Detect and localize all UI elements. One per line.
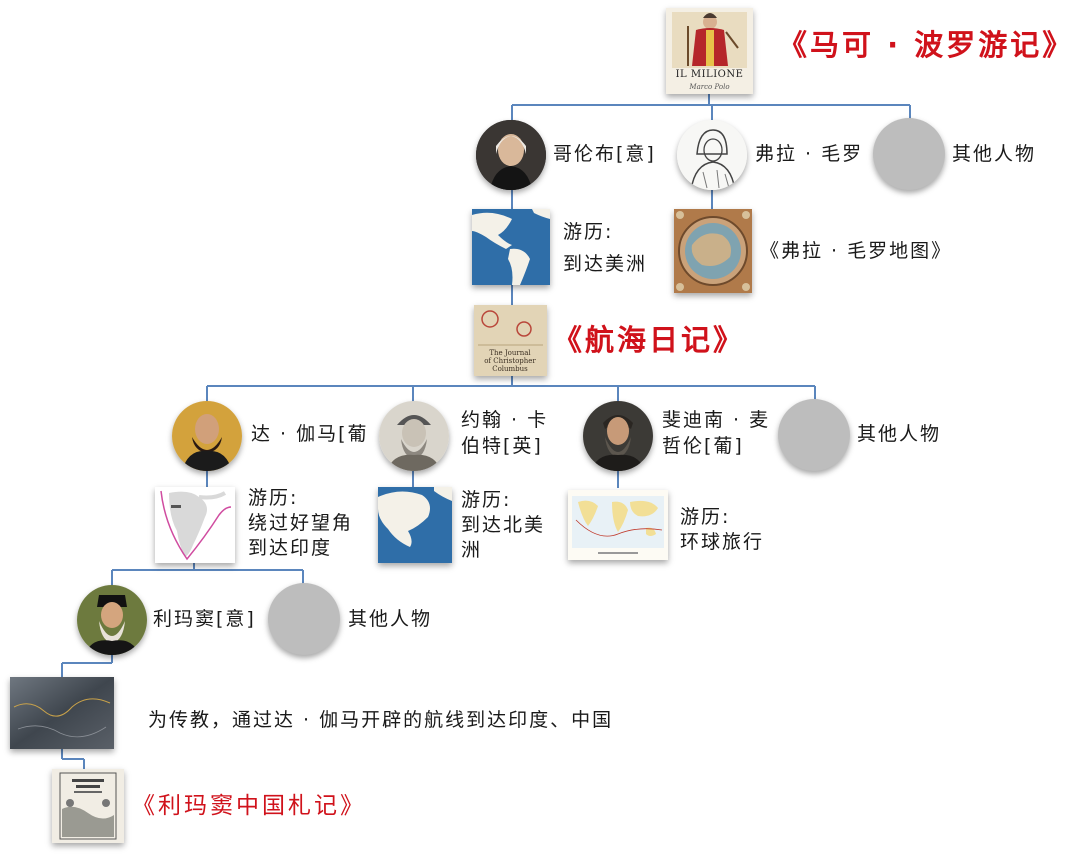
others-placeholder-2 xyxy=(778,399,850,471)
label-magellan-1: 斐迪南 · 麦 xyxy=(662,409,771,431)
label-magellan-2: 哲伦[葡] xyxy=(662,435,744,457)
book-cover-title: IL MILIONE xyxy=(675,69,744,80)
cabot-portrait xyxy=(379,401,449,471)
journal-cover-line2: of Christopher xyxy=(484,357,536,365)
label-columbus: 哥伦布[意] xyxy=(553,143,656,165)
label-others-3: 其他人物 xyxy=(348,608,433,630)
label-columbus-travel-1: 游历: xyxy=(563,221,614,243)
title-columbus-journal: 《航海日记》 xyxy=(553,323,746,357)
book-cover-author: Marco Polo xyxy=(689,83,730,91)
title-ricci-journals-china: 《利玛窦中国札记》 xyxy=(132,793,366,819)
title-travels-of-marco-polo: 《马可 · 波罗游记》 xyxy=(778,28,1075,62)
da-gama-portrait xyxy=(172,401,242,471)
world-voyage-map-image xyxy=(568,490,668,560)
route-texture-image xyxy=(10,677,114,749)
label-fra-mauro-map: 《弗拉 · 毛罗地图》 xyxy=(760,240,953,262)
label-columbus-travel-2: 到达美洲 xyxy=(563,253,648,275)
journal-cover-line1: The Journal xyxy=(489,349,531,357)
columbus-journal-cover: The Journal of Christopher Columbus xyxy=(474,305,547,376)
columbus-portrait xyxy=(476,120,546,190)
label-others-1: 其他人物 xyxy=(952,143,1037,165)
label-magellan-travel-1: 游历: xyxy=(680,506,731,528)
label-cabot-2: 伯特[英] xyxy=(461,435,543,457)
label-cabot-travel-3: 洲 xyxy=(461,539,483,561)
label-others-2: 其他人物 xyxy=(857,423,942,445)
label-magellan-travel-2: 环球旅行 xyxy=(680,531,765,553)
il-milione-cover: IL MILIONE Marco Polo xyxy=(666,8,753,94)
fra-mauro-map-image xyxy=(674,209,752,293)
others-placeholder-1 xyxy=(873,118,945,190)
magellan-portrait xyxy=(583,401,653,471)
label-da-gama: 达 · 伽马[葡 xyxy=(251,423,369,445)
label-da-gama-travel-1: 游历: xyxy=(248,487,299,509)
others-placeholder-3 xyxy=(268,583,340,655)
marco-polo-portrait-image xyxy=(666,8,753,94)
label-mission: 为传教，通过达 · 伽马开辟的航线到达印度、中国 xyxy=(148,709,614,731)
north-america-map-image xyxy=(378,487,452,563)
ricci-journal-cover xyxy=(52,769,124,843)
label-da-gama-travel-3: 到达印度 xyxy=(248,537,333,559)
label-da-gama-travel-2: 绕过好望角 xyxy=(248,512,354,534)
journal-cover-line3: Columbus xyxy=(492,365,528,373)
label-cabot-travel-1: 游历: xyxy=(461,489,512,511)
americas-map-image xyxy=(472,209,550,285)
label-fra-mauro: 弗拉 · 毛罗 xyxy=(755,143,864,165)
fra-mauro-portrait xyxy=(677,120,747,190)
ricci-portrait xyxy=(77,585,147,655)
africa-route-map-image xyxy=(155,487,235,563)
label-ricci: 利玛窦[意] xyxy=(153,608,256,630)
label-cabot-1: 约翰 · 卡 xyxy=(461,409,549,431)
label-cabot-travel-2: 到达北美 xyxy=(461,514,546,536)
